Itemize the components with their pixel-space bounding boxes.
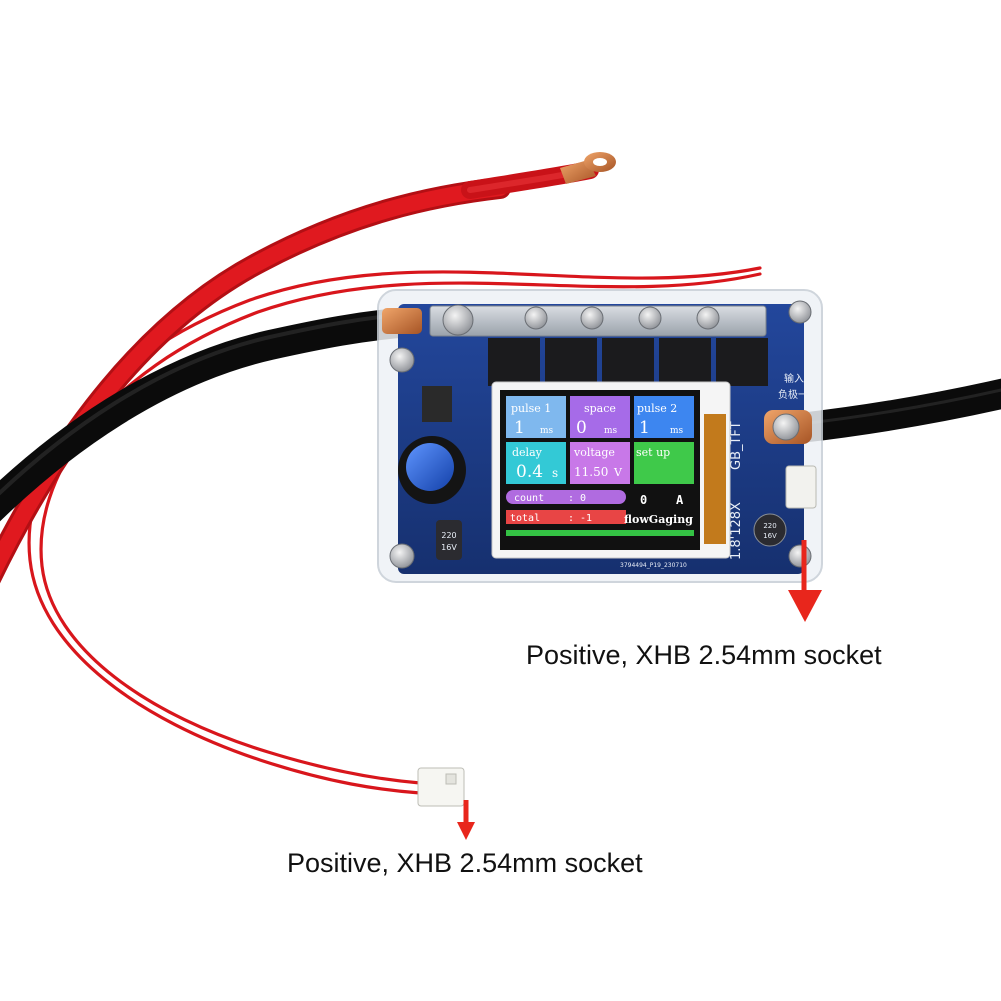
tile-voltage-unit: V	[613, 466, 623, 479]
tile-pulse2-value: 1	[639, 418, 650, 438]
tile-space-label: space	[584, 402, 616, 415]
arrow-wire	[457, 800, 475, 840]
connector-block	[422, 386, 452, 422]
tile-setup[interactable]: set up	[634, 442, 694, 484]
tile-pulse1-label: pulse 1	[511, 402, 551, 415]
display-label-2: GB_TFT	[729, 421, 744, 470]
ring-terminal-top	[560, 152, 616, 184]
lcd-flex-strip	[704, 414, 726, 544]
red-power-cable	[0, 161, 599, 584]
tile-setup-label: set up	[636, 446, 670, 459]
mosfet-row	[488, 338, 768, 386]
capacitor-right: 220 16V	[753, 513, 787, 547]
tile-voltage-label: voltage	[573, 446, 615, 459]
status-bar	[506, 530, 694, 536]
annotation-board-socket: Positive, XHB 2.54mm socket	[526, 640, 882, 670]
tile-pulse1[interactable]: pulse 1 1 ms	[506, 396, 566, 438]
xhb-plug-wire	[417, 767, 465, 807]
tile-space-unit: ms	[604, 426, 618, 436]
annotation-wire-socket: Positive, XHB 2.54mm socket	[287, 848, 643, 878]
current-value: 0	[640, 493, 647, 507]
total-label: total	[510, 513, 540, 524]
pcb-code: 3794494_P19_230710	[620, 562, 687, 569]
xhb-socket-board	[785, 465, 817, 509]
tile-pulse1-value: 1	[514, 418, 525, 438]
tile-delay-label: delay	[512, 446, 543, 459]
count-bar	[506, 490, 626, 504]
black-power-cable-left	[0, 307, 425, 522]
black-power-cable-right	[785, 378, 1001, 443]
tile-voltage-value: 11.50	[574, 465, 608, 479]
count-value: : 0	[568, 493, 586, 504]
rotary-encoder-knob	[398, 436, 466, 504]
tile-pulse1-unit: ms	[540, 426, 554, 436]
input-label: 输入	[784, 372, 804, 385]
tile-delay-unit: s	[552, 466, 558, 480]
tile-delay-value: 0.4	[516, 462, 543, 482]
tile-delay[interactable]: delay 0.4 s	[506, 442, 566, 484]
tile-voltage[interactable]: voltage 11.50 V	[570, 442, 630, 484]
arrow-board	[788, 540, 822, 622]
ring-terminal-right	[764, 410, 812, 444]
tile-pulse2[interactable]: pulse 2 1 ms	[634, 396, 694, 438]
cap-label-bottom: 16V	[441, 543, 457, 552]
tile-space[interactable]: space 0 ms	[570, 396, 630, 438]
cap2-label-top: 220	[763, 522, 776, 530]
cap-label-top: 220	[441, 531, 456, 540]
tile-space-value: 0	[576, 418, 587, 438]
capacitor-left: 220 16V	[436, 520, 462, 560]
cap2-label-bottom: 16V	[763, 532, 777, 540]
total-bar	[506, 510, 626, 524]
total-value: : -1	[568, 513, 592, 524]
tile-pulse2-unit: ms	[670, 426, 684, 436]
current-unit: A	[676, 493, 684, 507]
tile-pulse2-label: pulse 2	[637, 402, 677, 415]
count-label: count	[514, 493, 544, 504]
status-text: flowGaging	[624, 513, 693, 526]
input-label-2: 负极一	[778, 388, 808, 401]
ring-terminal-left	[382, 308, 422, 334]
display-label: 1.8'128X	[729, 502, 744, 560]
